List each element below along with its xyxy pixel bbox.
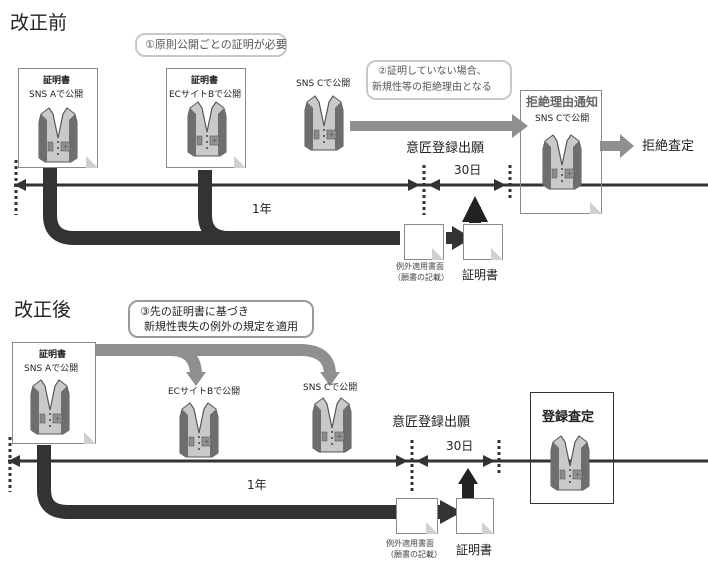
exception-doc-after-line1: 例外適用書面 — [386, 539, 434, 548]
certificate-b-sub: ECサイトBで公開 — [169, 90, 242, 100]
certificate-b-title: 証明書 — [191, 76, 219, 86]
sns-c-label-after: SNS Cで公開 — [303, 383, 358, 393]
certificate-a-after-sub: SNS Aで公開 — [24, 364, 79, 374]
year-after: 1年 — [247, 478, 267, 492]
certificate-a-sub: SNS Aで公開 — [29, 90, 84, 100]
rejection-notice-sub: SNS Cで公開 — [535, 114, 590, 124]
exception-document-before — [404, 224, 444, 260]
ec-b-label-after: ECサイトBで公開 — [168, 387, 241, 397]
exception-doc-before-line2: （願書の記載） — [393, 273, 449, 282]
certificate-filed-before-label: 証明書 — [462, 268, 499, 282]
rejection-decision: 拒絶査定 — [642, 139, 695, 154]
certificate-a-title: 証明書 — [43, 76, 71, 86]
days-before: 30日 — [454, 163, 482, 177]
note-1: ①原則公開ごとの証明が必要 — [135, 33, 287, 57]
certificate-filed-after-label: 証明書 — [456, 543, 493, 557]
note-2: ②証明していない場合、 新規性等の拒絶理由となる — [366, 60, 512, 100]
heading-after: 改正後 — [14, 299, 72, 321]
note-1-text: ①原則公開ごとの証明が必要 — [145, 38, 287, 51]
exception-doc-after-line2: （願書の記載） — [386, 550, 442, 559]
note-3-line1: ③先の証明書に基づき — [140, 305, 249, 318]
certificate-filed-after — [456, 498, 494, 534]
filing-after: 意匠登録出願 — [392, 415, 471, 430]
certificate-ec-b: 証明書 ECサイトBで公開 — [166, 68, 246, 168]
note-3: ③先の証明書に基づき 新規性喪失の例外の規定を適用 — [128, 300, 314, 338]
registration-title: 登録査定 — [542, 410, 595, 425]
certificate-a-after-title: 証明書 — [39, 350, 67, 360]
year-before: 1年 — [252, 202, 272, 216]
sns-c-label-before: SNS Cで公開 — [296, 79, 351, 89]
note-3-line2: 新規性喪失の例外の規定を適用 — [144, 320, 298, 333]
certificate-sns-a: 証明書 SNS Aで公開 — [18, 68, 98, 168]
certificate-filed-before — [463, 224, 503, 260]
heading-before: 改正前 — [10, 12, 68, 34]
rejection-notice: 拒絶理由通知 SNS Cで公開 — [520, 90, 602, 214]
filing-before: 意匠登録出願 — [406, 141, 485, 156]
rejection-notice-title: 拒絶理由通知 — [526, 95, 599, 109]
note-2-line1: ②証明していない場合、 — [378, 66, 487, 77]
days-after: 30日 — [446, 439, 474, 453]
note-2-line2: 新規性等の拒絶理由となる — [372, 82, 492, 93]
registration-decision: 登録査定 — [530, 392, 614, 504]
exception-doc-before-line1: 例外適用書面 — [396, 262, 444, 271]
exception-document-after — [396, 498, 438, 534]
certificate-sns-a-after: 証明書 SNS Aで公開 — [12, 342, 96, 444]
